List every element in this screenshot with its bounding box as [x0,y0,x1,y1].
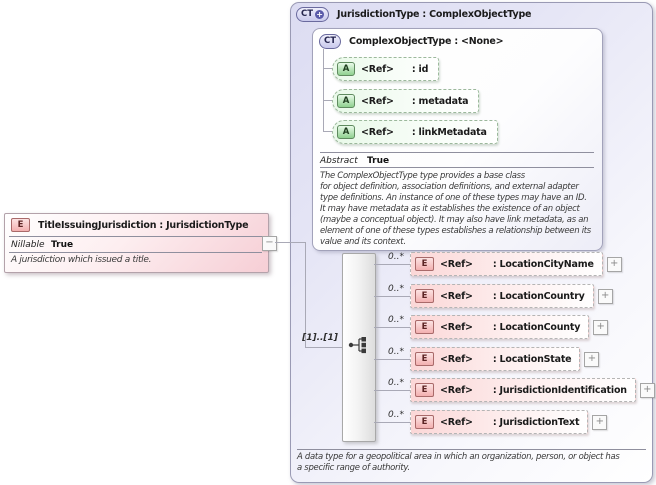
connector-line [323,131,332,132]
element-icon: E [415,383,434,397]
connector-line [374,390,410,391]
connector-line [374,296,410,297]
element-node-title: TitleIssuingJurisdiction : JurisdictionT… [38,219,249,231]
expand-icon[interactable]: + [606,256,622,272]
abstract-property-label: Abstract [320,156,358,166]
multiplicity-label: 0..* [388,252,404,262]
element-ref-label: <Ref> [440,416,473,428]
element-ref-label: <Ref> [440,321,473,333]
connector-line [323,100,332,101]
type-node-header: CT+ JurisdictionType : ComplexObjectType [296,7,531,22]
nillable-property-label: Nillable [11,240,45,250]
attribute-ref-label: <Ref> [361,63,394,75]
element-row-locationcountry: E <Ref> : LocationCountry + [410,284,613,308]
element-name: : JurisdictionIdentification [492,384,627,396]
attribute-ref-label: <Ref> [361,95,394,107]
attribute-ref-label: <Ref> [361,126,394,138]
element-icon: E [415,320,434,334]
connector-line [374,422,410,423]
attribute-name: : id [411,63,429,75]
element-row-locationcityname: E <Ref> : LocationCityName + [410,252,622,276]
expand-icon[interactable]: + [639,382,655,398]
base-type-node-complexobjecttype[interactable]: CT ComplexObjectType : <None> A <Ref> : … [312,28,603,251]
element-ref-jurisdictionidentification[interactable]: E <Ref> : JurisdictionIdentification [410,378,636,402]
abstract-property-value: True [367,156,390,166]
element-icon: E [415,289,434,303]
multiplicity-label: 0..* [388,410,404,420]
type-node-description: A data type for a geopolitical area in w… [297,452,620,473]
multiplicity-label: 0..* [388,315,404,325]
element-name: : LocationCountry [492,290,585,302]
attribute-name: : metadata [411,95,469,107]
connector-line [275,242,306,243]
attribute-metadata[interactable]: A <Ref> : metadata [332,89,480,113]
collapse-icon[interactable]: − [262,236,277,251]
element-icon: E [415,257,434,271]
attribute-icon: A [337,62,355,76]
element-ref-label: <Ref> [440,384,473,396]
connector-line [323,68,332,69]
connector-line [305,347,343,348]
nillable-property-value: True [51,240,74,250]
element-row-jurisdictiontext: E <Ref> : JurisdictionText + [410,410,608,434]
element-row-locationstate: E <Ref> : LocationState + [410,347,600,371]
connector-line [323,49,324,132]
element-ref-locationstate[interactable]: E <Ref> : LocationState [410,347,581,371]
multiplicity-label: 0..* [388,378,404,388]
element-icon: E [415,352,434,366]
connector-line [374,327,410,328]
element-ref-jurisdictiontext[interactable]: E <Ref> : JurisdictionText [410,410,589,434]
element-ref-label: <Ref> [440,258,473,270]
element-name: : JurisdictionText [492,416,580,428]
expand-icon[interactable]: + [592,414,608,430]
divider [297,449,646,450]
complex-type-icon: CT [319,34,342,49]
element-ref-label: <Ref> [440,290,473,302]
base-type-title: ComplexObjectType : <None> [349,36,504,47]
expand-icon[interactable]: + [597,288,613,304]
element-icon: E [11,218,30,232]
expand-icon[interactable]: + [584,351,600,367]
multiplicity-label: 0..* [388,347,404,357]
element-name: : LocationCityName [492,258,594,270]
element-ref-locationcityname[interactable]: E <Ref> : LocationCityName [410,252,603,276]
element-ref-label: <Ref> [440,353,473,365]
element-node-header: E TitleIssuingJurisdiction : Jurisdictio… [11,218,249,232]
connector-line [305,242,306,348]
divider [320,152,594,153]
element-name: : LocationCounty [492,321,581,333]
base-type-description: The ComplexObjectType type provides a ba… [320,171,591,247]
extension-plus-icon: + [315,10,325,19]
element-description: A jurisdiction which issued a title. [11,255,152,265]
element-node-titleissuingjurisdiction[interactable]: E TitleIssuingJurisdiction : Jurisdictio… [4,213,269,273]
divider [9,236,262,237]
attribute-linkmetadata[interactable]: A <Ref> : linkMetadata [332,120,498,144]
element-ref-locationcountry[interactable]: E <Ref> : LocationCountry [410,284,594,308]
multiplicity-label: 0..* [388,284,404,294]
element-row-locationcounty: E <Ref> : LocationCounty + [410,315,609,339]
attribute-icon: A [337,125,355,139]
divider [320,167,594,168]
expand-icon[interactable]: + [593,319,609,335]
attribute-icon: A [337,94,355,108]
base-type-header: CT ComplexObjectType : <None> [319,34,504,49]
element-icon: E [415,415,434,429]
element-name: : LocationState [492,353,572,365]
attribute-id[interactable]: A <Ref> : id [332,57,440,81]
element-row-jurisdictionidentification: E <Ref> : JurisdictionIdentification + [410,378,655,402]
type-node-title: JurisdictionType : ComplexObjectType [337,9,532,20]
complex-type-derived-icon: CT+ [296,7,330,22]
sequence-icon [348,337,366,354]
connector-line [374,359,410,360]
connector-line [374,264,410,265]
divider [9,252,262,253]
attribute-name: : linkMetadata [411,126,487,138]
element-ref-locationcounty[interactable]: E <Ref> : LocationCounty [410,315,590,339]
cardinality-label: [1]..[1] [302,333,338,343]
